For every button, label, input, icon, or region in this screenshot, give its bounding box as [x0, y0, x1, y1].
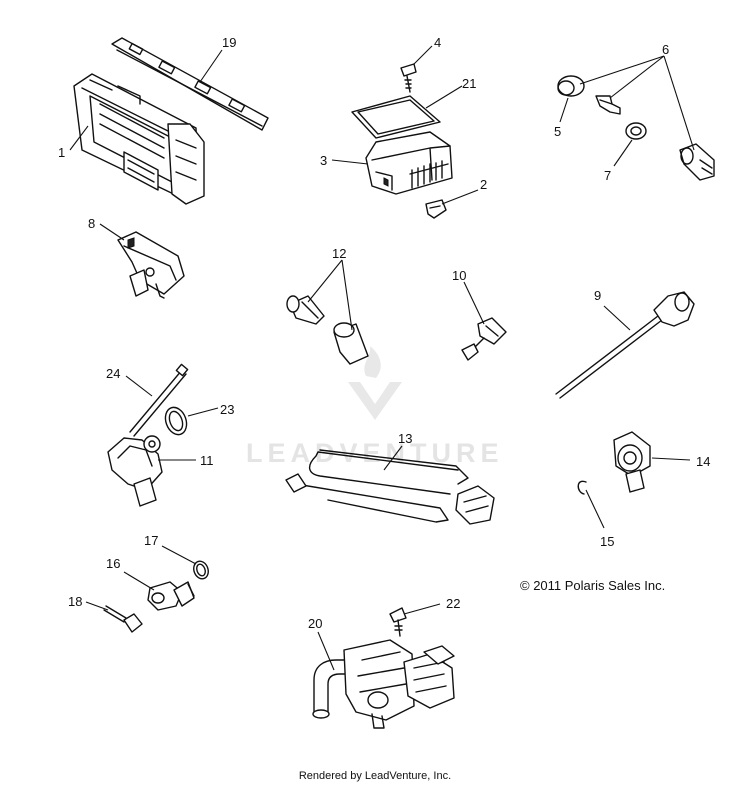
callout-8: 8: [88, 216, 95, 231]
callout-17: 17: [144, 533, 158, 548]
callout-18: 18: [68, 594, 82, 609]
part-12-injector-top: [286, 295, 325, 325]
leader-22: [403, 603, 441, 615]
callout-16: 16: [106, 556, 120, 571]
part-18-bolt: [103, 605, 143, 633]
callout-22: 22: [446, 596, 460, 611]
leader-2: [441, 189, 479, 205]
part-15-clip: [577, 480, 587, 495]
leader-7: [613, 139, 633, 167]
part-5-cap: [557, 75, 585, 97]
leader-10: [463, 281, 485, 325]
callout-2: 2: [480, 177, 487, 192]
part-19-bracket: [111, 37, 269, 131]
leader-24: [125, 375, 153, 397]
part-17-oring: [193, 560, 209, 580]
callout-14: 14: [696, 454, 710, 469]
part-6-clip: [595, 95, 621, 115]
part-2-plug: [425, 199, 447, 219]
leader-lines: [69, 45, 695, 671]
part-8-map-sensor: [117, 231, 185, 299]
leader-12b: [341, 259, 353, 331]
copyright-text: © 2011 Polaris Sales Inc.: [520, 578, 666, 593]
callout-15: 15: [600, 534, 614, 549]
callout-12: 12: [332, 246, 346, 261]
part-12-injector-bottom: [333, 322, 369, 365]
callout-1: 1: [58, 145, 65, 160]
leader-13: [383, 445, 403, 471]
leader-14: [651, 457, 691, 461]
callout-5: 5: [554, 124, 561, 139]
callout-10: 10: [452, 268, 466, 283]
part-4-screw: [400, 63, 417, 93]
callout-20: 20: [308, 616, 322, 631]
part-11-tps-sensor: [107, 435, 163, 507]
leader-4: [413, 45, 433, 65]
callout-7: 7: [604, 168, 611, 183]
leader-16: [123, 571, 155, 591]
callout-24: 24: [106, 366, 120, 381]
part-14-knock-sensor: [613, 431, 651, 493]
callout-21: 21: [462, 76, 476, 91]
part-13-harness: [285, 449, 495, 525]
leader-20: [317, 631, 335, 671]
leader-17: [161, 545, 197, 565]
part-23-oring: [164, 406, 188, 436]
callout-9: 9: [594, 288, 601, 303]
leader-18: [85, 601, 109, 611]
leader-6a: [579, 55, 665, 85]
part-9-probe-sensor: [555, 291, 695, 399]
callout-23: 23: [220, 402, 234, 417]
leadventure-watermark-logo: LEADVENTURE: [246, 346, 504, 468]
callout-4: 4: [434, 35, 441, 50]
part-20-valve: [312, 639, 455, 729]
part-1-ecu: [73, 73, 205, 205]
leader-1: [69, 125, 89, 151]
callout-19: 19: [222, 35, 236, 50]
part-10-temp-sensor: [461, 317, 507, 361]
leader-3: [331, 159, 369, 165]
part-6-switch: [679, 143, 715, 181]
leader-8: [99, 223, 125, 241]
part-22-screw: [389, 607, 407, 637]
leader-12a: [307, 259, 343, 303]
callout-labels: 1 19 4 21 3 2 6 5 7 8 12 10 9 24 23 11 1…: [58, 35, 710, 631]
leader-15: [585, 489, 605, 529]
leader-23: [187, 407, 219, 417]
watermark-text: LEADVENTURE: [246, 438, 504, 468]
part-21-gasket: [351, 95, 441, 139]
part-3-module: [365, 131, 453, 195]
callout-3: 3: [320, 153, 327, 168]
leader-19: [199, 49, 223, 83]
leader-9: [603, 305, 631, 331]
part-16-speed-sensor: [147, 581, 195, 611]
part-24-cable-tie: [129, 363, 189, 437]
callout-13: 13: [398, 431, 412, 446]
leader-5: [559, 97, 569, 123]
part-7-washer: [625, 122, 647, 140]
callout-11: 11: [200, 453, 214, 468]
callout-6: 6: [662, 42, 669, 57]
footer-rendered-by: Rendered by LeadVenture, Inc.: [298, 770, 452, 782]
leader-6b: [609, 55, 665, 99]
leader-21: [425, 85, 463, 109]
leader-6c: [663, 55, 695, 151]
